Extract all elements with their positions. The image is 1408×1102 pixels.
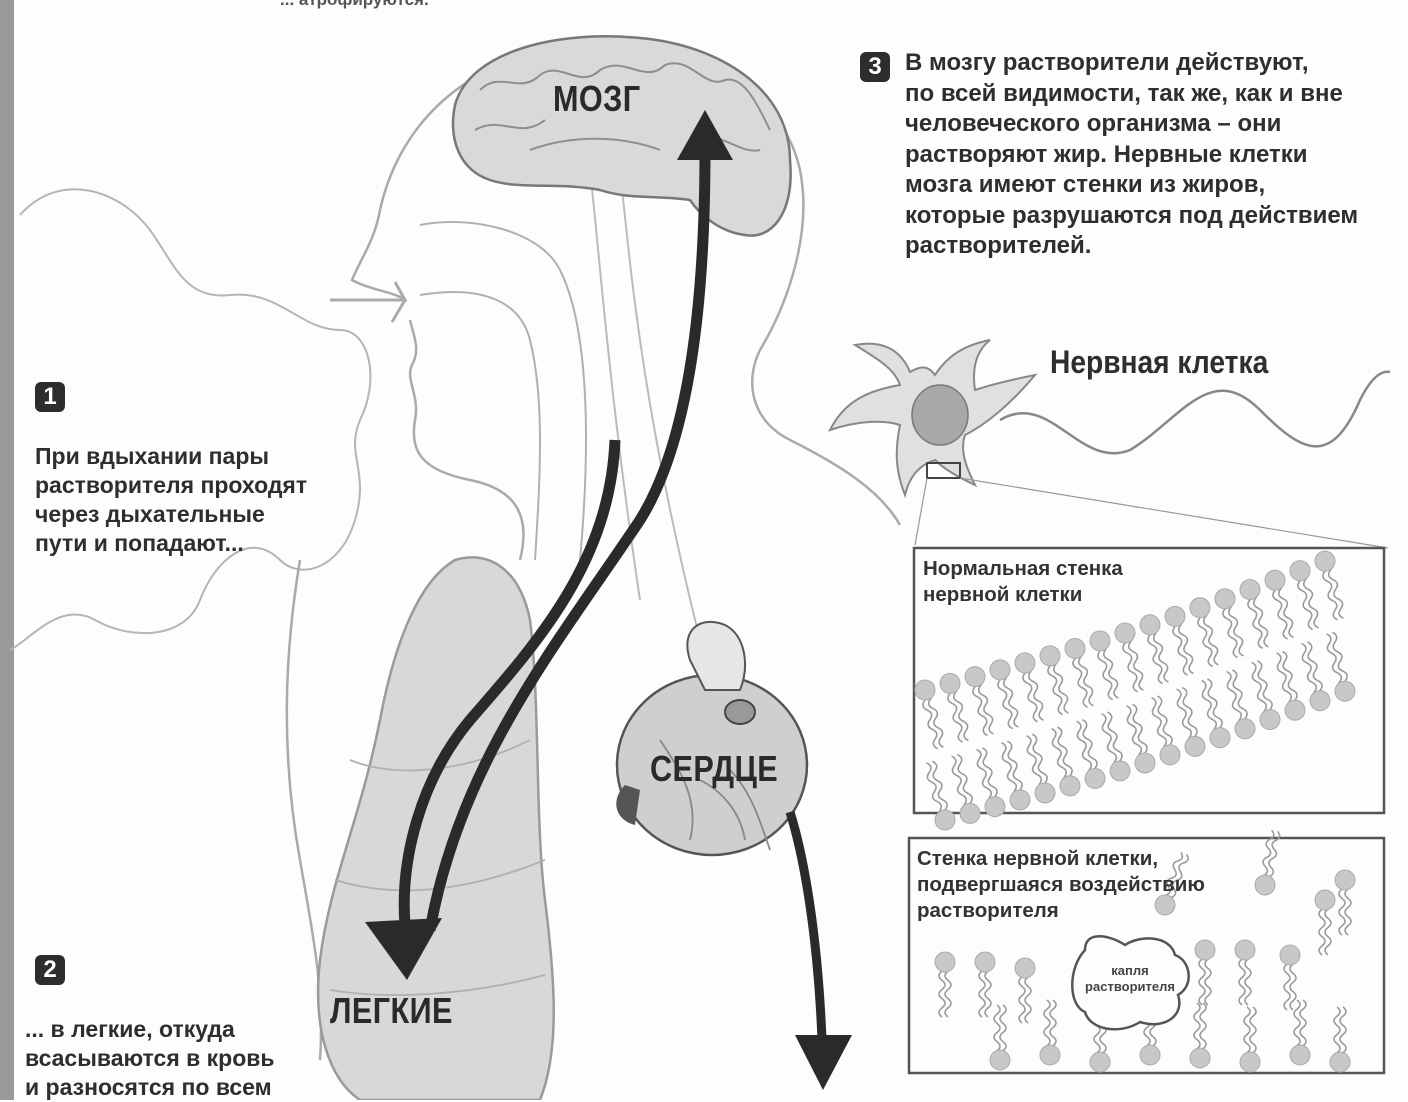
step-2-line: всасываются в кровь [25,1044,275,1073]
step-3-line: растворяют жир. Нервные клетки [905,140,1358,171]
step-3-line: мозга имеют стенки из жиров, [905,170,1358,201]
step-1-line: При вдыхании пары [35,442,307,471]
top-clipped-note: ... атрофируются. [280,0,429,10]
step-1-badge: 1 [35,382,65,412]
axon [1000,372,1390,454]
nerve-cell-nucleus [912,385,968,445]
step-3-line: человеческого организма – они [905,109,1358,140]
normal-panel-caption: Нормальная стенка нервной клетки [923,556,1123,608]
step-3-line: растворителей. [905,231,1358,262]
nerve-cell-label: Нервная клетка [1050,344,1268,381]
heart-label: СЕРДЦЕ [650,748,778,790]
brain-label: МОЗГ [553,78,641,120]
affected-caption-line: Стенка нервной клетки, [917,846,1205,872]
step-1-line: пути и попадают... [35,529,307,558]
step-2-line: ... в легкие, откуда [25,1015,275,1044]
step-3-badge: 3 [860,52,890,82]
step-1-text: При вдыхании пары растворителя проходят … [35,442,307,558]
arrow-from-heart [790,812,822,1040]
lungs-label: ЛЕГКИЕ [330,990,453,1032]
arrow-from-heart-head [795,1035,852,1090]
zoom-lines [915,478,1388,548]
step-2-line: и разносятся по всем [25,1073,275,1102]
step-3-line: по всей видимости, так же, как и вне [905,79,1358,110]
droplet-label-line: капля [1070,963,1190,979]
step-3-line: В мозгу растворители действуют, [905,48,1358,79]
vapor-cloud [10,189,370,650]
step-2-badge: 2 [35,955,65,985]
airway [420,222,586,560]
step-1-line: растворителя проходят [35,471,307,500]
affected-panel-caption: Стенка нервной клетки, подвергшаяся возд… [917,846,1205,924]
normal-caption-line: нервной клетки [923,582,1123,608]
step-1-line: через дыхательные [35,500,307,529]
page-edge-strip [0,0,14,1100]
step-3-text: В мозгу растворители действуют, по всей … [905,48,1358,262]
droplet-label-line: растворителя [1070,979,1190,995]
affected-caption-line: растворителя [917,898,1205,924]
heart-vessel-ring [725,700,755,724]
step-2-text: ... в легкие, откуда всасываются в кровь… [25,1015,275,1102]
torso-left-outline [287,560,321,1060]
step-3-line: которые разрушаются под действием [905,201,1358,232]
affected-caption-line: подвергшаяся воздействию [917,872,1205,898]
normal-caption-line: Нормальная стенка [923,556,1123,582]
inhale-arrow [330,282,405,322]
droplet-label: капля растворителя [1070,963,1190,995]
